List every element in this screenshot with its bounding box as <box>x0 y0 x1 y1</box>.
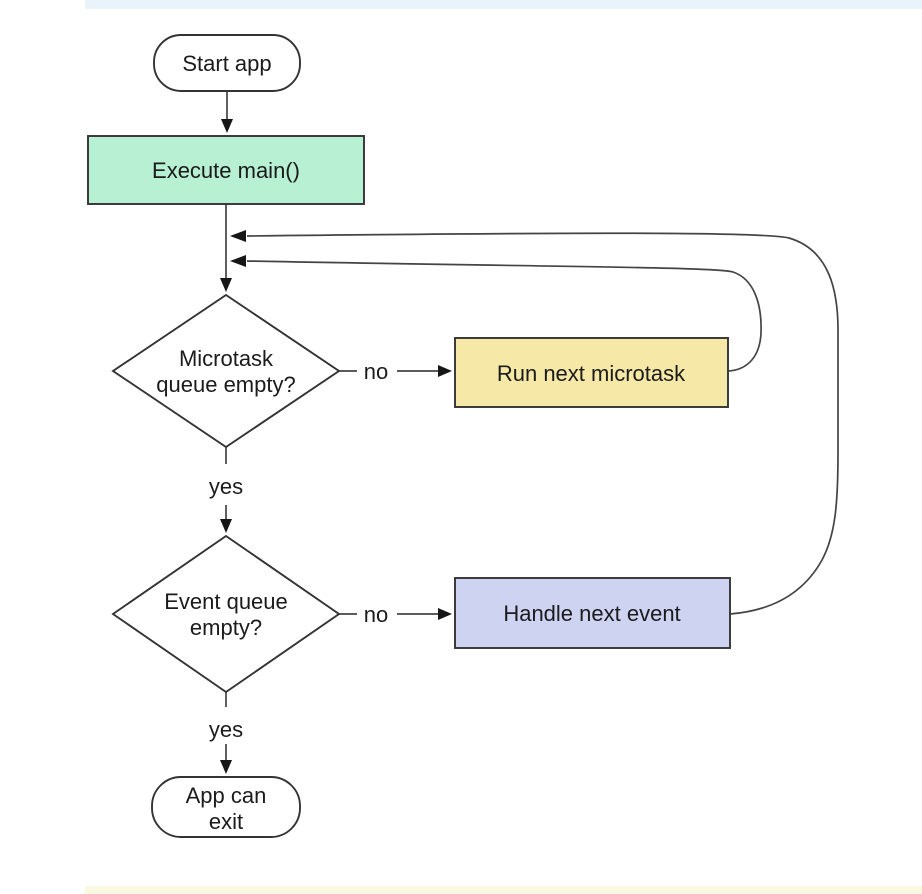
arrowhead-down-icon <box>220 278 232 292</box>
arrowhead-right-icon <box>438 608 452 620</box>
edge-label-event-yes: yes <box>209 717 243 742</box>
start-shape <box>153 34 301 92</box>
top-content-strip <box>85 0 922 9</box>
node-app-exit: App can exit <box>151 776 301 838</box>
edge-label-microtask-yes: yes <box>209 474 243 499</box>
event-check-label-line1: Event queue <box>164 589 288 614</box>
microtask-check-label-line2: queue empty? <box>156 372 295 397</box>
arrowhead-left-icon <box>230 255 246 267</box>
node-run-microtask: Run next microtask <box>454 337 729 408</box>
event-check-label-line2: empty? <box>190 615 262 640</box>
node-handle-event: Handle next event <box>454 577 731 649</box>
node-microtask-check: Microtask queue empty? <box>111 293 341 449</box>
app-exit-shape <box>151 776 301 838</box>
microtask-check-label-line1: Microtask <box>179 346 274 371</box>
node-event-check: Event queue empty? <box>111 534 341 694</box>
execute-main-label: Execute main() <box>152 158 300 183</box>
microtask-check-shape <box>111 293 341 449</box>
handle-event-shape <box>454 577 731 649</box>
edges <box>225 91 839 761</box>
app-exit-label-line2: exit <box>209 809 243 834</box>
run-microtask-shape <box>454 337 729 408</box>
start-label: Start app <box>182 51 271 76</box>
arrowhead-down-icon <box>220 760 232 774</box>
event-check-shape <box>111 534 341 694</box>
arrowheads <box>220 119 452 774</box>
handle-event-label: Handle next event <box>503 601 680 626</box>
arrowhead-right-icon <box>438 365 452 377</box>
bottom-content-strip <box>85 886 922 894</box>
arrowhead-left-icon <box>230 230 246 242</box>
edge-label-event-no: no <box>364 602 388 627</box>
node-execute-main: Execute main() <box>87 135 365 205</box>
arrowhead-down-icon <box>220 519 232 533</box>
edge-label-microtask-no: no <box>364 359 388 384</box>
arrowhead-down-icon <box>221 119 233 133</box>
edge-microtask-loop <box>246 260 762 372</box>
execute-main-shape <box>87 135 365 205</box>
run-microtask-label: Run next microtask <box>497 361 686 386</box>
edge-event-loop <box>246 232 839 615</box>
app-exit-label-line1: App can <box>186 783 267 808</box>
node-start: Start app <box>153 34 301 92</box>
